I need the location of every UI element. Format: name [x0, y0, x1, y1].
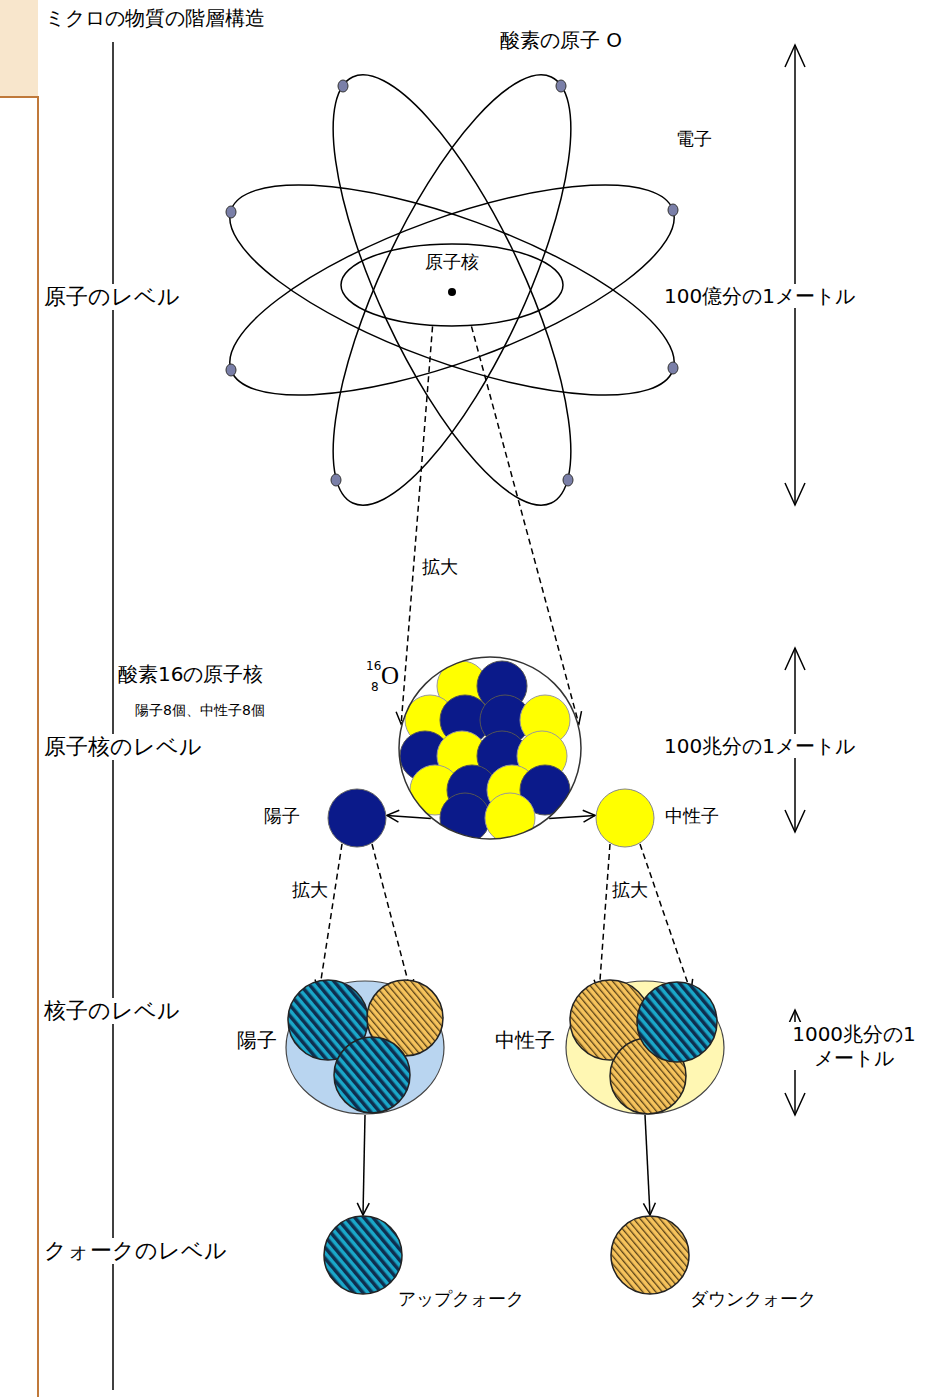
particle-label: 陽子 [264, 805, 300, 827]
dimension-label: 100兆分の1メートル [662, 734, 857, 758]
decompose-arrow [357, 1115, 369, 1215]
diagram-title: ミクロの物質の階層構造 [45, 6, 265, 30]
atomic-nucleus-region: 原子核 [340, 243, 564, 327]
quark-label: アップクォーク [398, 1288, 524, 1310]
atom-caption: 酸素の原子 O [500, 28, 622, 52]
bigp-shape [285, 980, 445, 1115]
level-axis [112, 42, 114, 1390]
zoom-arrow [372, 844, 414, 992]
down-shape [610, 1215, 690, 1295]
dimension-label: 100億分の1メートル [662, 284, 857, 308]
nucleus-shape [398, 656, 582, 840]
decompose-arrow [549, 810, 595, 822]
nucleus-heading: 酸素16の原子核 [118, 662, 263, 686]
atomic-number: 8 [371, 680, 379, 694]
level-label: 原子のレベル [42, 284, 182, 310]
up-quark: アップクォーク [323, 1215, 403, 1295]
zoom-arrow [315, 844, 342, 992]
decompose-arrow [387, 810, 431, 822]
electron-label: 電子 [676, 128, 712, 150]
dimension-arrows [785, 45, 805, 1115]
zoom-arrow [594, 844, 610, 992]
oxygen-nucleus: 酸素16の原子核陽子8個、中性子8個 [398, 656, 582, 840]
atom-orbits [207, 47, 698, 534]
zoom-arrow [640, 844, 693, 992]
edge-label: 拡大 [420, 556, 460, 578]
slide-frame [0, 0, 39, 1397]
nucleus-heading: 陽子8個、中性子8個 [135, 702, 265, 719]
level-label: 原子核のレベル [42, 734, 204, 760]
particle-label: 中性子 [665, 805, 719, 827]
level-label: 核子のレベル [42, 998, 182, 1024]
level-label: クォークのレベル [42, 1238, 229, 1264]
element-symbol: O [381, 661, 399, 691]
proton-structure: 陽子 [285, 980, 445, 1115]
proton-shape [327, 788, 387, 848]
neutron-shape [595, 788, 655, 848]
quark-label: ダウンクォーク [690, 1288, 816, 1310]
electrons [226, 80, 678, 486]
decompose-arrow [643, 1115, 655, 1215]
edge-label: 拡大 [290, 879, 330, 901]
mass-number: 16 [366, 659, 381, 673]
neutron-ball: 中性子 [595, 788, 655, 848]
particle-label: 中性子 [495, 1028, 555, 1052]
dimension-label: 1000兆分の1 メートル [777, 1022, 931, 1070]
edge-label: 拡大 [610, 879, 650, 901]
zoom-arrow [396, 326, 432, 724]
bign-shape [565, 980, 725, 1115]
neutron-structure: 中性子 [565, 980, 725, 1115]
particle-label: 陽子 [237, 1028, 277, 1052]
up-shape [323, 1215, 403, 1295]
nucleus-label: 原子核 [423, 251, 481, 273]
proton-ball: 陽子 [327, 788, 387, 848]
down-quark: ダウンクォーク [610, 1215, 690, 1295]
